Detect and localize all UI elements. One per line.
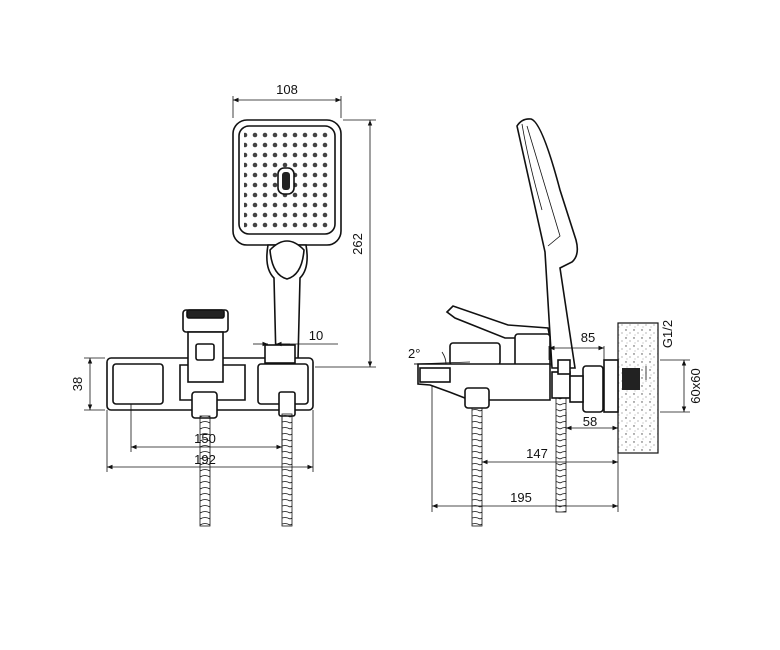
dim-holder-wall-label: 58 (583, 414, 597, 429)
dim-spout-angle: 2° (408, 346, 471, 365)
dim-outlet-wall: 147 (482, 446, 619, 512)
hand-shower-side (516, 118, 579, 369)
dim-body-height-label: 38 (70, 377, 85, 391)
dim-total-height-label: 262 (350, 233, 365, 255)
dim-total-depth: 195 (431, 386, 618, 512)
dim-total-depth-label: 195 (510, 490, 532, 505)
dim-body-width-label: 192 (194, 452, 216, 467)
right-hose (281, 413, 293, 527)
mixer-lever (445, 305, 551, 339)
dim-thread-label: G1/2 (660, 320, 675, 348)
dim-holder-wall: 58 (565, 412, 618, 432)
dim-body-height: 38 (70, 357, 105, 411)
hand-shower-handle (266, 240, 308, 361)
dim-body-width: 192 (106, 410, 314, 472)
side-right-hose (555, 397, 567, 513)
side-view: 2° 85 G1/2 60x60 58 (408, 118, 703, 527)
left-hose (199, 415, 211, 527)
dim-spout-angle-label: 2° (408, 346, 420, 361)
hand-shower-head (232, 119, 342, 246)
dim-thread: G1/2 (645, 320, 675, 380)
dim-holder-offset: 10 (253, 328, 338, 347)
wall-section (603, 322, 659, 454)
mixer-body (106, 309, 314, 419)
dim-head-width: 108 (232, 82, 342, 118)
dim-inlet-spacing-label: 150 (194, 431, 216, 446)
mixer-body-side (417, 333, 604, 413)
dim-head-width-label: 108 (276, 82, 298, 97)
dim-inlet-spacing: 150 (130, 404, 283, 452)
dim-holder-depth-label: 85 (581, 330, 595, 345)
dim-flange: 60x60 (660, 359, 703, 413)
front-view: 108 262 10 38 150 (70, 82, 376, 527)
dim-flange-label: 60x60 (688, 368, 703, 403)
dim-outlet-wall-label: 147 (526, 446, 548, 461)
dim-holder-depth: 85 (548, 330, 605, 360)
dim-total-height: 262 (315, 119, 376, 368)
side-left-hose (471, 407, 483, 527)
dim-holder-offset-label: 10 (309, 328, 323, 343)
